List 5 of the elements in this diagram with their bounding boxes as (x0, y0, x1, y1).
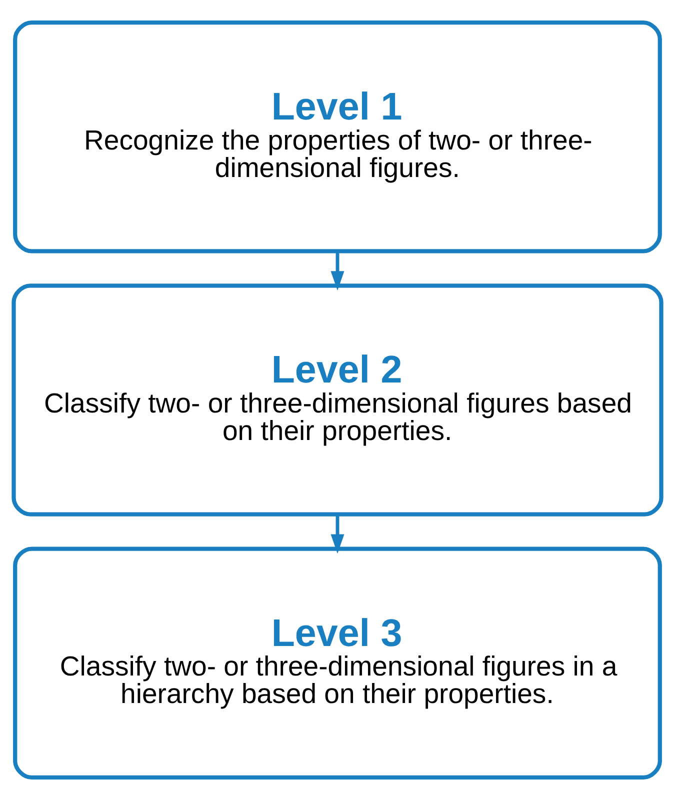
node-box: Level 2 Classify two- or three-dimensional figures based on their properties. (12, 283, 664, 516)
arrow (330, 514, 344, 554)
node-box: Level 3 Classify two- or three-dimensional figures in a hierarchy based on their properties. (13, 546, 662, 780)
arrow (330, 250, 344, 290)
node-box: Level 1 Recognize the properties of two- or three-dimensional figures. (13, 20, 662, 253)
